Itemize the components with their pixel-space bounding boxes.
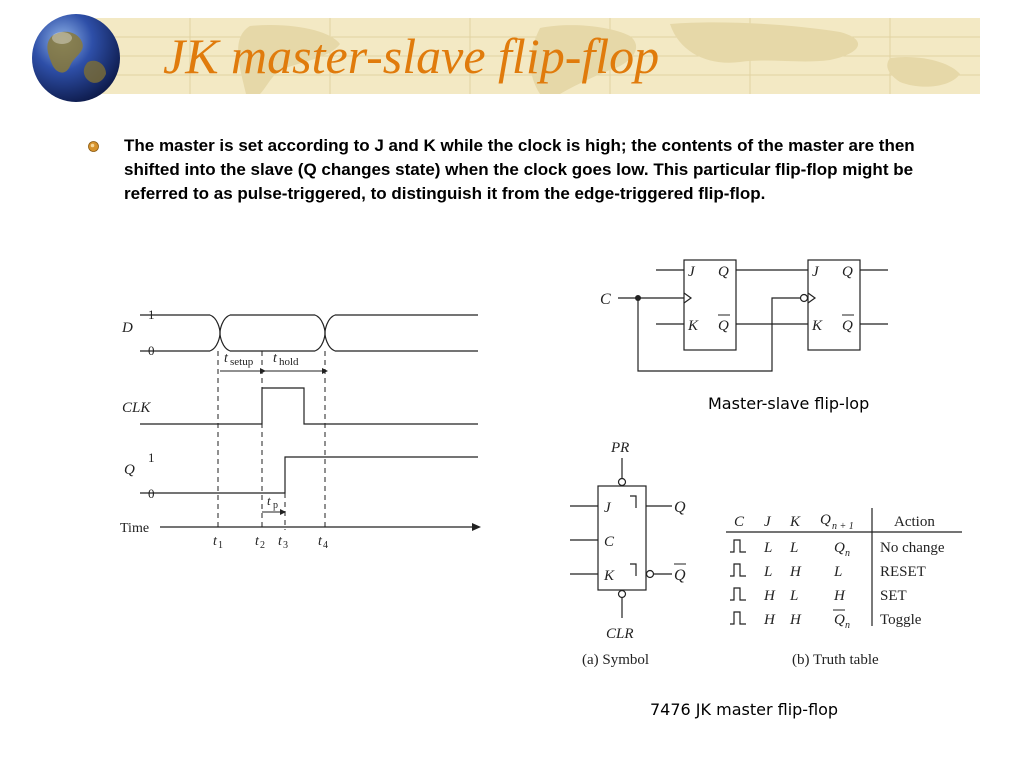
master-q-label: Q — [718, 264, 729, 280]
truth-table-caption: (b) Truth table — [792, 652, 879, 668]
cell-j: L — [763, 564, 772, 580]
cell-q: Q — [834, 612, 845, 628]
master-qbar-label: Q — [718, 318, 729, 334]
master-slave-circuit: C J K Q Q J K Q Q — [600, 259, 888, 372]
q-level-1: 1 — [148, 450, 155, 465]
globe-logo — [32, 14, 120, 102]
header-banner — [70, 18, 980, 94]
7476-caption: 7476 JK master flip-flop — [650, 700, 839, 719]
world-map-background — [70, 18, 980, 94]
slave-q-label: Q — [842, 264, 853, 280]
col-action-header: Action — [894, 514, 935, 530]
d-level-1: 1 — [148, 307, 155, 322]
slide-title: JK master-slave flip-flop — [163, 28, 660, 84]
bullet-icon — [88, 141, 99, 152]
bullet-text: The master is set according to J and K w… — [124, 136, 915, 203]
cell-j: H — [763, 612, 776, 628]
symbol-qbar-label: Q — [674, 567, 686, 584]
d-signal-label: D — [121, 320, 133, 336]
svg-text:t: t — [255, 534, 260, 549]
flip-flop-symbol: PR J C K Q Q CLR (a) Symbol — [570, 440, 686, 668]
clr-label: CLR — [606, 626, 634, 642]
time-axis-label: Time — [120, 521, 149, 536]
cell-action: SET — [880, 588, 907, 604]
cell-j: L — [763, 540, 772, 556]
t2-label: 2 — [260, 540, 265, 551]
symbol-q-label: Q — [674, 499, 686, 516]
t-hold-label: hold — [279, 356, 299, 368]
symbol-c-label: C — [604, 534, 615, 550]
timing-diagram: D 1 0 CLK Q 1 0 Time t setup t hold t p … — [120, 307, 481, 551]
cell-q: L — [833, 564, 842, 580]
symbol-j-label: J — [604, 500, 612, 516]
cell-action: No change — [880, 540, 945, 556]
t1-label: 1 — [218, 540, 223, 551]
cell-k: H — [789, 564, 802, 580]
pr-label: PR — [610, 440, 629, 456]
svg-text:t: t — [213, 534, 218, 549]
cell-q-subscript: n — [845, 620, 850, 631]
symbol-k-label: K — [603, 568, 615, 584]
tp-label: p — [273, 500, 278, 511]
col-q-header: Q — [820, 512, 831, 528]
cell-j: H — [763, 588, 776, 604]
master-slave-caption: Master-slave flip-lop — [708, 394, 870, 413]
svg-text:t: t — [224, 351, 229, 366]
t-setup-label: setup — [230, 356, 254, 368]
cell-q: Q — [834, 540, 845, 556]
col-j-header: J — [764, 514, 772, 530]
master-k-label: K — [687, 318, 699, 334]
slave-k-label: K — [811, 318, 823, 334]
d-level-0: 0 — [148, 343, 155, 358]
clock-pulse-icon — [730, 587, 746, 601]
slave-qbar-label: Q — [842, 318, 853, 334]
col-q-subscript: n + 1 — [832, 521, 854, 532]
cell-k: L — [789, 588, 798, 604]
clk-signal-label: CLK — [122, 400, 151, 416]
q-level-0: 0 — [148, 486, 155, 501]
truth-table-row: L H L RESET — [730, 563, 926, 580]
slave-j-label: J — [812, 264, 820, 280]
clock-pulse-icon — [730, 539, 746, 553]
col-k-header: K — [789, 514, 801, 530]
cell-q-subscript: n — [845, 548, 850, 559]
svg-text:t: t — [273, 351, 278, 366]
t4-label: 4 — [323, 540, 328, 551]
clock-pulse-icon — [730, 611, 746, 625]
cell-q: H — [833, 588, 846, 604]
t3-label: 3 — [283, 540, 288, 551]
cell-k: L — [789, 540, 798, 556]
svg-text:t: t — [318, 534, 323, 549]
symbol-caption: (a) Symbol — [582, 652, 649, 668]
svg-text:t: t — [267, 493, 271, 508]
master-j-label: J — [688, 264, 696, 280]
cell-action: Toggle — [880, 612, 922, 628]
c-input-label: C — [600, 291, 611, 308]
col-c-header: C — [734, 514, 745, 530]
cell-action: RESET — [880, 564, 926, 580]
cell-k: H — [789, 612, 802, 628]
clock-pulse-icon — [730, 563, 746, 577]
svg-text:t: t — [278, 534, 283, 549]
q-signal-label: Q — [124, 462, 135, 478]
